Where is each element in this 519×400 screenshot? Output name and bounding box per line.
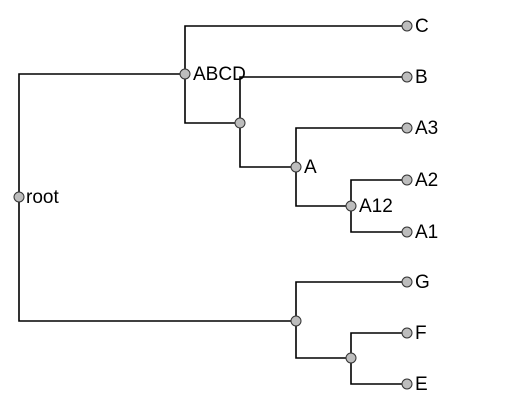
edge-abcd-inner <box>184 74 240 124</box>
edge-a12-a1 <box>350 206 407 233</box>
node-root[interactable] <box>13 191 25 203</box>
leaf-node-a1[interactable] <box>401 226 413 238</box>
leaf-node-a3[interactable] <box>401 122 413 134</box>
label-a2: A2 <box>415 170 438 191</box>
edge-efg-ef <box>295 321 351 359</box>
label-g: G <box>415 272 430 293</box>
leaf-node-a2[interactable] <box>401 174 413 186</box>
leaf-node-f[interactable] <box>401 327 413 339</box>
edge-root-abcd <box>18 73 185 197</box>
node-a[interactable] <box>290 161 302 173</box>
leaf-node-g[interactable] <box>401 276 413 288</box>
label-abcd: ABCD <box>193 64 246 85</box>
edge-efg-g <box>295 281 407 321</box>
node-bad[interactable] <box>234 117 246 129</box>
edge-inner-a <box>239 123 296 168</box>
leaf-node-e[interactable] <box>401 378 413 390</box>
labels: root ABCD A A12 C B A3 A2 A1 G F E <box>26 16 438 395</box>
label-e: E <box>415 374 428 395</box>
label-a: A <box>304 157 317 178</box>
leaf-node-b[interactable] <box>401 71 413 83</box>
node-ef[interactable] <box>345 352 357 364</box>
leaf-node-c[interactable] <box>401 20 413 32</box>
label-b: B <box>415 67 428 88</box>
node-abcd[interactable] <box>179 68 191 80</box>
edge-root-efg <box>18 197 296 322</box>
node-a12[interactable] <box>345 200 357 212</box>
node-efg[interactable] <box>290 315 302 327</box>
label-f: F <box>415 323 427 344</box>
edge-abcd-c <box>184 25 407 74</box>
edge-a-a12 <box>295 167 351 207</box>
label-a12: A12 <box>359 196 393 217</box>
label-a3: A3 <box>415 118 438 139</box>
label-c: C <box>415 16 429 37</box>
edge-ef-f <box>350 332 407 358</box>
edge-inner-b <box>239 76 407 123</box>
label-a1: A1 <box>415 222 438 243</box>
internal-nodes <box>13 68 357 364</box>
edges <box>18 25 407 385</box>
label-root: root <box>26 187 59 208</box>
edge-a-a3 <box>295 127 407 167</box>
edge-a12-a2 <box>350 179 407 206</box>
leaf-nodes <box>401 20 413 390</box>
edge-ef-e <box>350 358 407 385</box>
